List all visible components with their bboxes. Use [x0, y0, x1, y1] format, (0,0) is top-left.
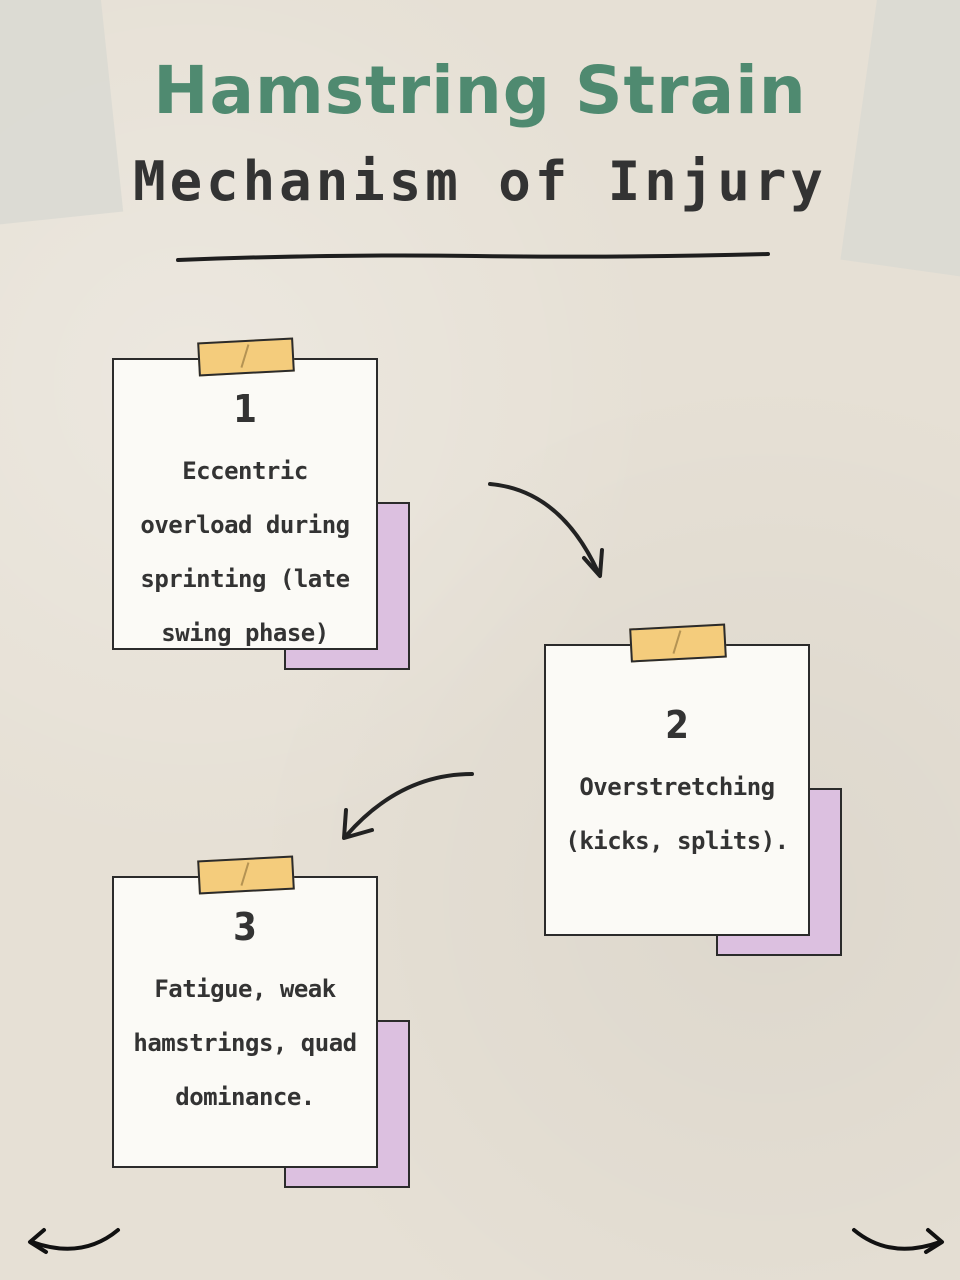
note-card-1: 1 Eccentric overload during sprinting (l…: [112, 337, 410, 670]
note-number: 1: [233, 387, 257, 431]
note-text: Eccentric overload during sprinting (lat…: [140, 457, 350, 647]
tape-strip: [197, 855, 295, 895]
curved-arrow-down-right-icon: [488, 482, 604, 578]
note-card-2: 2 Overstretching (kicks, splits).: [544, 623, 842, 956]
note-number: 3: [233, 905, 257, 949]
title-underline: [176, 252, 770, 262]
swipe-left-arrow-icon[interactable]: [22, 1222, 126, 1266]
note-paper: 1 Eccentric overload during sprinting (l…: [112, 358, 378, 650]
note-number: 2: [665, 703, 689, 747]
note-text: Fatigue, weak hamstrings, quad dominance…: [133, 975, 357, 1111]
note-card-3: 3 Fatigue, weak hamstrings, quad dominan…: [112, 855, 410, 1188]
curved-arrow-down-left-icon: [342, 772, 474, 840]
note-paper: 3 Fatigue, weak hamstrings, quad dominan…: [112, 876, 378, 1168]
note-text: Overstretching (kicks, splits).: [565, 773, 789, 855]
tape-strip: [629, 623, 727, 663]
swipe-right-arrow-icon[interactable]: [846, 1222, 950, 1266]
page-subtitle: Mechanism of Injury: [133, 150, 827, 213]
page-title: Hamstring Strain: [153, 52, 807, 129]
tape-strip: [197, 337, 295, 377]
note-paper: 2 Overstretching (kicks, splits).: [544, 644, 810, 936]
